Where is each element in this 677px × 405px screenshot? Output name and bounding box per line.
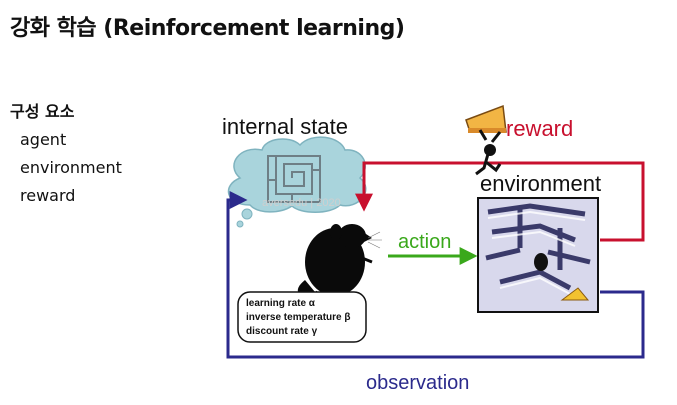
watermark: aversedu | 2020 bbox=[262, 197, 341, 209]
thought-cloud bbox=[227, 136, 367, 228]
observation-label: observation bbox=[366, 372, 469, 394]
rat-agent-icon bbox=[297, 224, 373, 302]
components-heading: 구성 요소 bbox=[10, 102, 75, 121]
component-item-environment: environment bbox=[20, 158, 122, 177]
cheese-runner-icon bbox=[465, 104, 507, 176]
param-learning-rate: learning rate α bbox=[246, 298, 316, 309]
param-inverse-temperature: inverse temperature β bbox=[246, 312, 350, 323]
agent-params-box bbox=[237, 291, 367, 343]
observation-arrow bbox=[226, 191, 645, 359]
page-title: 강화 학습 (Reinforcement learning) bbox=[10, 16, 405, 41]
maze-environment-icon bbox=[477, 197, 599, 313]
action-label: action bbox=[398, 231, 451, 253]
reward-arrow bbox=[355, 161, 645, 242]
component-item-reward: reward bbox=[20, 186, 76, 205]
param-discount-rate: discount rate γ bbox=[246, 326, 318, 337]
internal-state-label: internal state bbox=[222, 114, 348, 139]
environment-label: environment bbox=[480, 171, 601, 196]
brain-maze-icon bbox=[267, 155, 321, 203]
reward-label: reward bbox=[506, 116, 573, 141]
component-item-agent: agent bbox=[20, 130, 67, 149]
components-list: 구성 요소 agent environment reward bbox=[10, 98, 122, 210]
